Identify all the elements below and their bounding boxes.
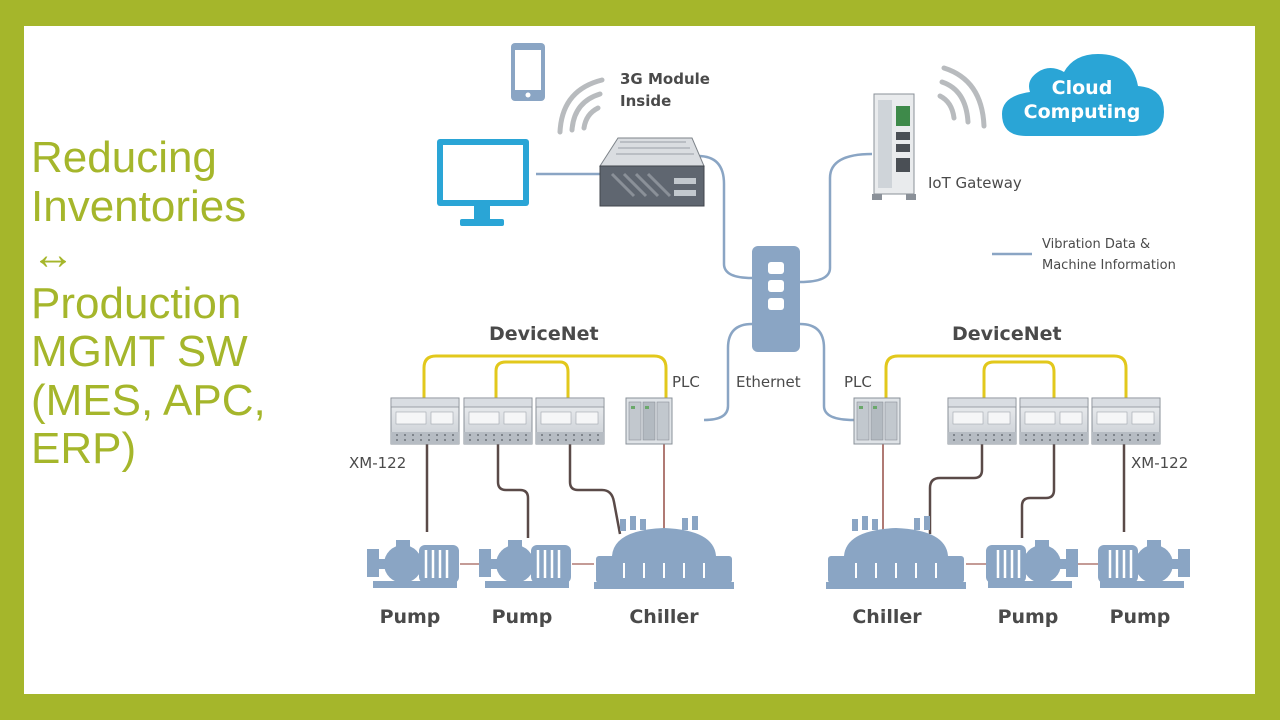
plc-label-left: PLC — [672, 373, 700, 391]
gateway-signal-waves-icon — [937, 65, 987, 129]
ethernet-switch-icon — [752, 246, 800, 352]
pump-icon — [477, 538, 573, 590]
title-line: Reducing — [31, 133, 217, 182]
title-line: Inventories — [31, 181, 247, 231]
equipment-label: Pump — [380, 606, 441, 628]
devicenet-label-left: DeviceNet — [489, 323, 599, 345]
title-line: ERP) — [31, 424, 137, 473]
xm122-module — [1091, 397, 1161, 445]
network-diagram: 3G Module Inside Cloud Computing — [349, 43, 1192, 628]
slide: Reducing Inventories ↔ Production MGMT S… — [24, 26, 1255, 694]
legend-label-line2: Machine Information — [1042, 258, 1176, 273]
xm122-module — [463, 397, 533, 445]
xm122-module — [1019, 397, 1089, 445]
xm122-label-right: XM-122 — [1131, 454, 1188, 472]
equipment-label: Chiller — [629, 606, 699, 628]
title-line: MGMT SW — [31, 327, 248, 376]
iot-gateway-device-icon — [872, 93, 916, 200]
pump-icon — [365, 538, 461, 590]
plc-label-right: PLC — [844, 373, 872, 391]
ethernet-label: Ethernet — [736, 373, 801, 391]
3g-module-device-icon — [599, 137, 705, 207]
pump-icon — [984, 538, 1080, 590]
equipment-label: Pump — [1110, 606, 1171, 628]
cloud-label-line2: Computing — [1024, 101, 1141, 123]
legend-label-line1: Vibration Data & — [1042, 237, 1150, 252]
monitor-icon — [437, 139, 529, 226]
iot-gateway-label: IoT Gateway — [928, 174, 1022, 192]
pump-icon — [1096, 538, 1192, 590]
plc-device — [853, 397, 901, 445]
plc-device — [625, 397, 673, 445]
title-line: Production — [31, 278, 242, 328]
equipment-label: Pump — [998, 606, 1059, 628]
title-line: (MES, APC, — [31, 375, 266, 425]
plc-wires — [663, 444, 884, 534]
line-switch-to-plc-right — [799, 322, 855, 422]
cloud-label-line1: Cloud — [1052, 77, 1113, 99]
devicenet-label-right: DeviceNet — [952, 323, 1062, 345]
data-lines — [536, 152, 1032, 422]
line-iot-to-switch — [799, 152, 873, 284]
smartphone-icon — [511, 43, 545, 101]
line-3g-to-switch — [697, 154, 753, 280]
cloud-icon — [1002, 54, 1164, 136]
signal-waves-icon — [557, 77, 605, 135]
equipment-label: Pump — [492, 606, 553, 628]
slide-title: Reducing Inventories ↔ Production MGMT S… — [31, 133, 331, 474]
line-switch-to-plc-left — [703, 322, 753, 422]
title-line: ↔ — [31, 230, 75, 279]
module-3g-label-line1: 3G Module — [620, 70, 710, 88]
equipment-wires — [425, 444, 1126, 538]
devicenet-buses — [422, 354, 1128, 398]
xm122-module — [947, 397, 1017, 445]
equipment-label: Chiller — [852, 606, 922, 628]
chiller-icon — [825, 515, 967, 590]
module-3g-label-line2: Inside — [620, 92, 671, 110]
xm122-module — [535, 397, 605, 445]
xm122-label-left: XM-122 — [349, 454, 406, 472]
xm122-module — [390, 397, 460, 445]
